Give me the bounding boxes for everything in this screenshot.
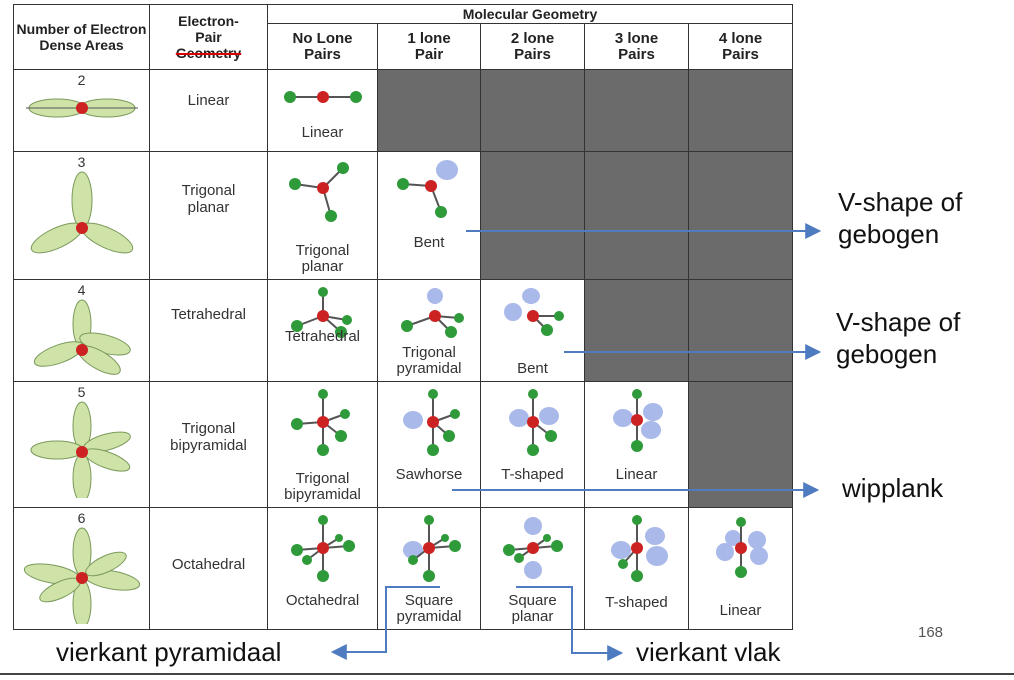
geometry-label-linear: Linear xyxy=(301,124,344,141)
octahedral-lobes-icon xyxy=(23,527,140,624)
vsepr-table: Number of Electron Dense Areas Electron-… xyxy=(13,3,793,630)
geometry-label-square-planar: Square planar xyxy=(508,592,557,625)
annotation-square-pyramidal: vierkant pyramidaal xyxy=(56,637,282,667)
trigonal-bipyramidal-molecule-icon xyxy=(290,389,350,456)
sawhorse-molecule-icon xyxy=(403,389,460,456)
row-2-shaded-cell-2 xyxy=(480,69,585,152)
geometry-label-trigonal-bipyramidal: Trigonal bipyramidal xyxy=(284,470,361,503)
row-4-no-lone-pairs-cell: Tetrahedral xyxy=(267,279,378,382)
annotation-bent-row3-line1: V-shape of xyxy=(838,187,963,217)
row-6-count-cell: 6 xyxy=(13,507,150,630)
annotation-bent-row4: V-shape of gebogen xyxy=(836,306,960,370)
row-6-2-lone-pairs-cell: Square planar xyxy=(480,507,585,630)
row-6-count: 6 xyxy=(77,510,86,526)
tetrahedral-molecule-icon xyxy=(290,287,352,338)
arrow-square-pyramidal xyxy=(330,586,440,660)
page-number: 168 xyxy=(918,624,944,641)
geometry-label-square-pyramidal: Square pyramidal xyxy=(396,592,462,625)
row-4-2-lone-pairs-cell: Bent xyxy=(480,279,585,382)
header-3-lone-pairs: 3 lone Pairs xyxy=(584,23,689,70)
row-3-count-cell: 3 xyxy=(13,151,150,280)
annotation-bent-row4-line1: V-shape of xyxy=(836,307,961,337)
geometry-label-t-shaped: T-shaped xyxy=(501,466,564,483)
bottom-rule xyxy=(0,673,1014,675)
row-5-count-cell: 5 xyxy=(13,381,150,508)
row-3-count: 3 xyxy=(77,154,86,170)
row-5-count: 5 xyxy=(77,384,86,400)
row-3-no-lone-pairs-cell: Trigonal planar xyxy=(267,151,378,280)
geometry-label-tetrahedral: Tetrahedral xyxy=(284,328,361,345)
row-2-shaded-cell-4 xyxy=(688,69,793,152)
annotation-bent-row3: V-shape of gebogen xyxy=(838,186,962,250)
linear-octahedral-molecule-icon xyxy=(715,517,768,578)
octahedral-molecule-icon xyxy=(290,515,355,582)
arrow-square-planar xyxy=(516,586,624,661)
trigonal-bipyramidal-lobes-icon xyxy=(30,401,131,498)
row-5-no-lone-pairs-cell: Trigonal bipyramidal xyxy=(267,381,378,508)
square-planar-molecule-icon xyxy=(502,517,563,579)
header-molecular-geometry: Molecular Geometry xyxy=(267,3,793,25)
t-shaped-octahedral-molecule-icon xyxy=(610,515,668,582)
row-6-3-lone-pairs-cell: T-shaped xyxy=(584,507,689,630)
annotation-sawhorse: wipplank xyxy=(842,473,944,503)
bent-tetrahedral-molecule-icon xyxy=(503,288,564,336)
geometry-label-bent-tetrahedral: Bent xyxy=(517,360,548,377)
geometry-label-t-shaped-octahedral: T-shaped xyxy=(605,594,668,611)
row-2-electron-geometry: Linear xyxy=(149,69,268,152)
geometry-label-octahedral: Octahedral xyxy=(285,592,360,609)
row-3-shaded-cell-3 xyxy=(688,151,793,280)
annotation-square-planar: vierkant vlak xyxy=(636,637,781,667)
row-4-shaded-cell-1 xyxy=(584,279,689,382)
row-5-shaded-cell-1 xyxy=(688,381,793,508)
geometry-label-trigonal-pyramidal: Trigonal pyramidal xyxy=(396,344,462,377)
row-2-shaded-cell-3 xyxy=(584,69,689,152)
annotation-bent-row3-line2: gebogen xyxy=(838,219,940,249)
row-2-count: 2 xyxy=(77,72,86,88)
tetrahedral-lobes-icon xyxy=(33,299,131,375)
trigonal-lobes-icon xyxy=(30,171,133,254)
row-3-1-lone-pair-cell: Bent xyxy=(377,151,481,280)
linear-molecule-icon xyxy=(283,91,362,103)
trigonal-pyramidal-molecule-icon xyxy=(401,288,464,338)
annotation-bent-row4-line2: gebogen xyxy=(836,339,938,369)
row-5-2-lone-pairs-cell: T-shaped xyxy=(480,381,585,508)
linear-tbp-molecule-icon xyxy=(612,389,663,452)
header-electron-areas: Number of Electron Dense Areas xyxy=(13,4,150,70)
linear-lobes-icon xyxy=(25,98,138,118)
geometry-label-sawhorse: Sawhorse xyxy=(395,466,463,483)
header-4-lone-pairs: 4 lone Pairs xyxy=(688,23,793,70)
row-2-count-cell: 2 xyxy=(13,69,150,152)
row-4-count: 4 xyxy=(77,282,86,298)
header-electron-pair-geometry: Electron- Pair Geometry xyxy=(149,4,268,70)
row-3-electron-geometry: Trigonal planar xyxy=(149,151,268,280)
row-5-electron-geometry: Trigonal bipyramidal xyxy=(149,381,268,508)
row-4-count-cell: 4 xyxy=(13,279,150,382)
row-4-1-lone-pair-cell: Trigonal pyramidal xyxy=(377,279,481,382)
trigonal-planar-molecule-icon xyxy=(288,162,349,222)
row-6-1-lone-pair-cell: Square pyramidal xyxy=(377,507,481,630)
row-5-3-lone-pairs-cell: Linear xyxy=(584,381,689,508)
row-6-4-lone-pairs-cell: Linear xyxy=(688,507,793,630)
header-electron-pair-line1: Electron- xyxy=(178,13,239,29)
header-no-lone-pairs: No Lone Pairs xyxy=(267,23,378,70)
t-shaped-molecule-icon xyxy=(508,389,559,456)
row-6-electron-geometry: Octahedral xyxy=(149,507,268,630)
bent-molecule-icon xyxy=(397,160,458,218)
geometry-label-trigonal-planar: Trigonal planar xyxy=(295,242,350,275)
row-2-no-lone-pairs-cell: Linear xyxy=(267,69,378,152)
square-pyramidal-molecule-icon xyxy=(403,515,461,582)
row-4-shaded-cell-2 xyxy=(688,279,793,382)
geometry-label-bent: Bent xyxy=(413,234,445,251)
row-3-shaded-cell-2 xyxy=(584,151,689,280)
geometry-label-linear-tbp: Linear xyxy=(615,466,658,483)
geometry-label-linear-octahedral: Linear xyxy=(719,602,762,619)
header-electron-pair-line2: Pair xyxy=(195,29,222,45)
header-electron-pair-line3: Geometry xyxy=(175,45,242,61)
